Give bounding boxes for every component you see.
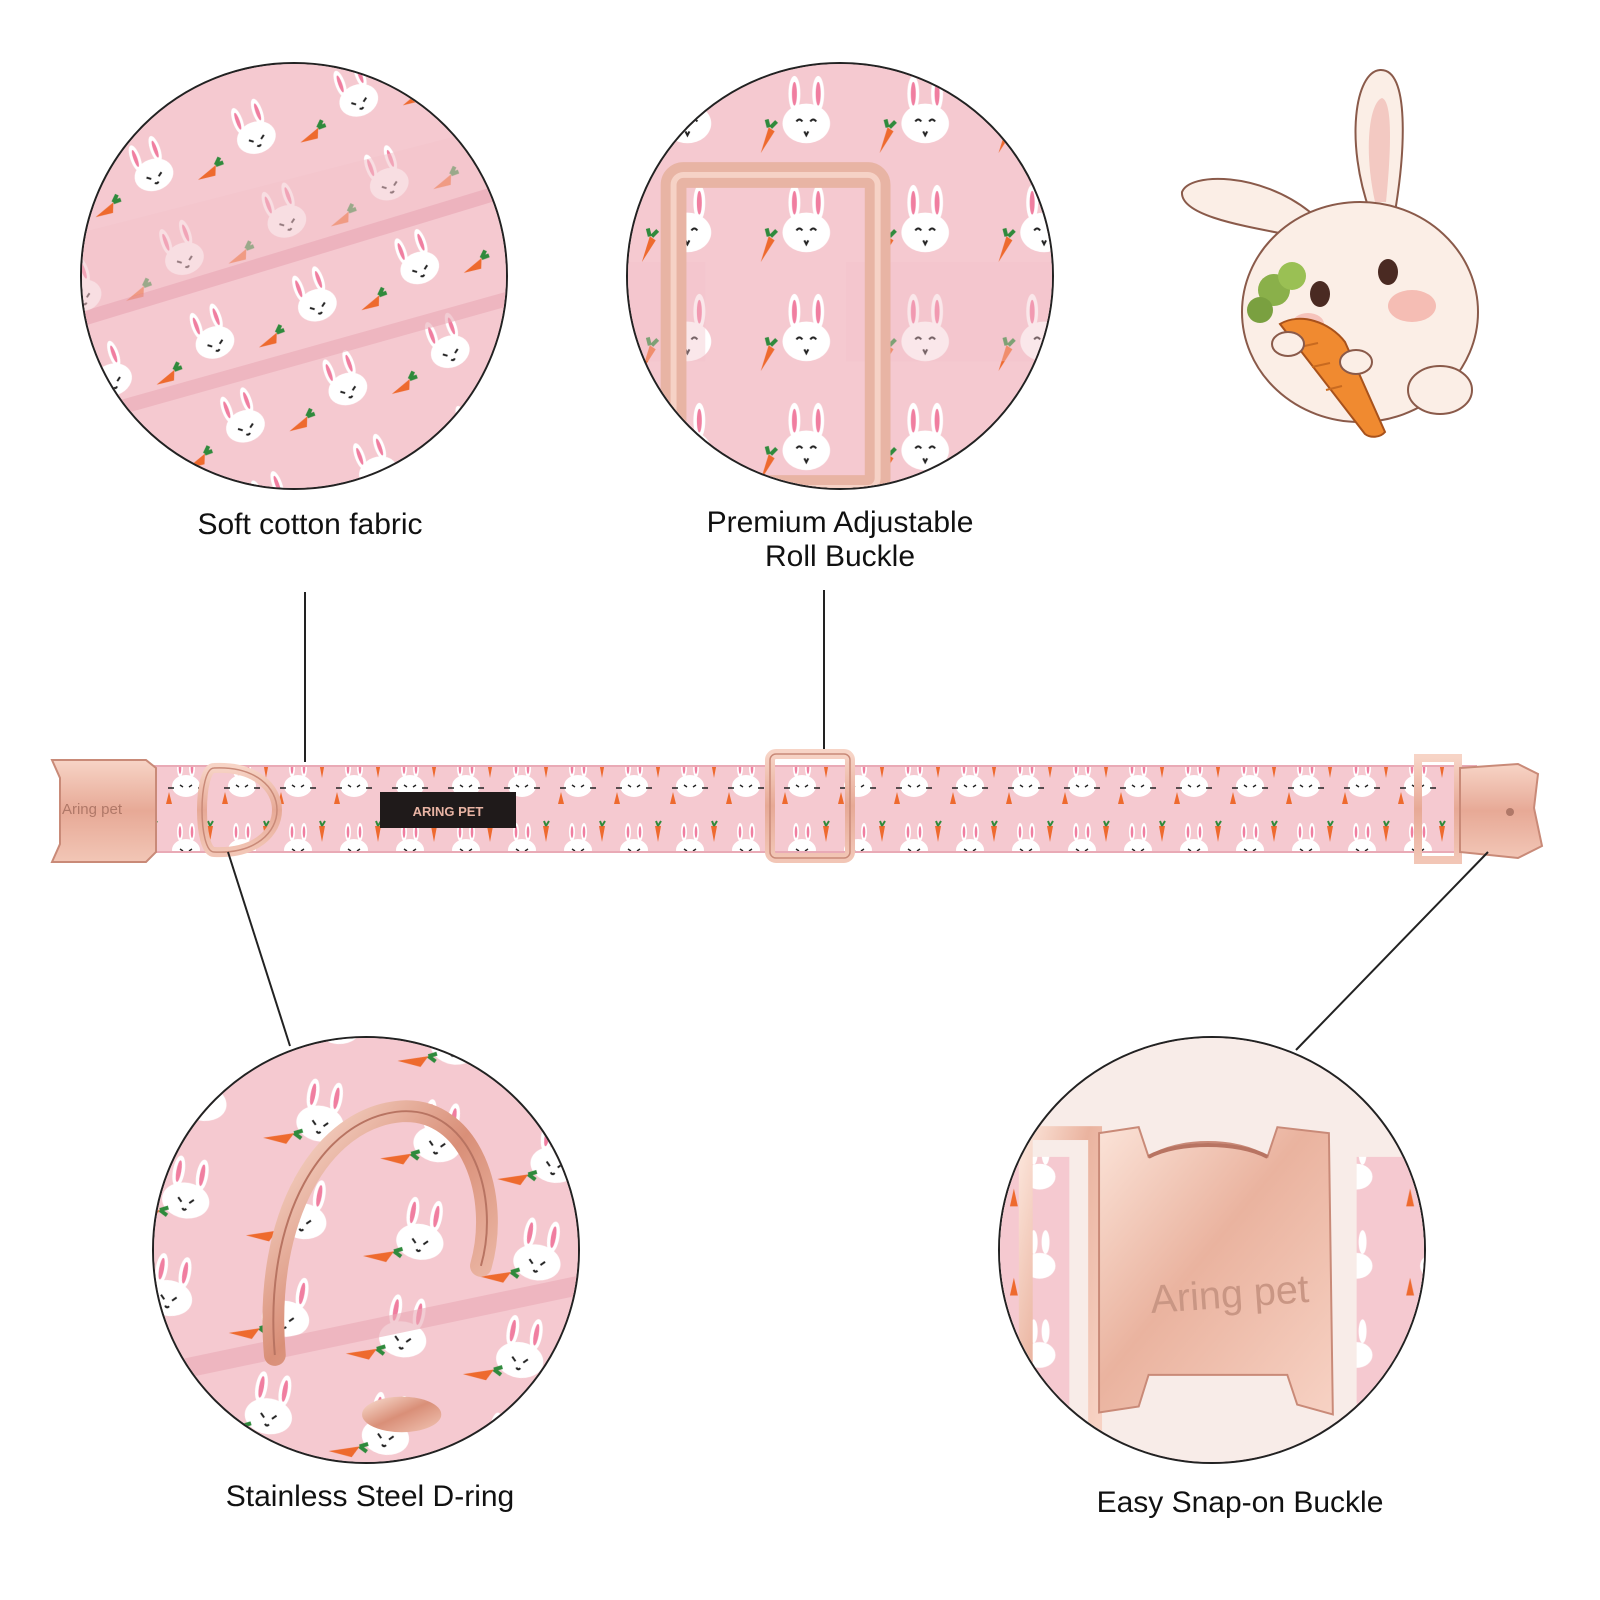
d-ring-leader-line (227, 851, 291, 1047)
snap-buckle-leader-line (1295, 851, 1489, 1051)
snap-buckle-closeup-image: Aring pet (1000, 1038, 1424, 1462)
d-ring-caption: Stainless Steel D-ring (225, 1480, 515, 1513)
roll-buckle-closeup-circle (626, 62, 1054, 490)
fabric-caption: Soft cotton fabric (197, 508, 423, 541)
snap-buckle-closeup-circle: Aring pet (998, 1036, 1426, 1464)
collar-brand-tag: ARING PET (413, 804, 484, 819)
fabric-leader-line (304, 592, 306, 762)
snap-buckle-caption: Easy Snap-on Buckle (1096, 1486, 1384, 1519)
collar-product: ARING PET Aring pet (48, 748, 1544, 878)
collar-image: ARING PET Aring pet (50, 749, 1544, 864)
bunny-with-carrot-icon (1180, 68, 1479, 438)
collar-buckle-engraving: Aring pet (62, 801, 123, 818)
roll-buckle-closeup-image (628, 64, 1052, 488)
d-ring-closeup-circle (152, 1036, 580, 1464)
bunny-illustration (1180, 62, 1490, 442)
roll-buckle-leader-line (823, 590, 825, 758)
fabric-closeup-image (82, 64, 506, 488)
fabric-closeup-circle (80, 62, 508, 490)
roll-buckle-caption-line2: Roll Buckle (764, 540, 916, 573)
d-ring-closeup-image (154, 1038, 578, 1462)
roll-buckle-caption-line1: Premium Adjustable (706, 506, 974, 539)
